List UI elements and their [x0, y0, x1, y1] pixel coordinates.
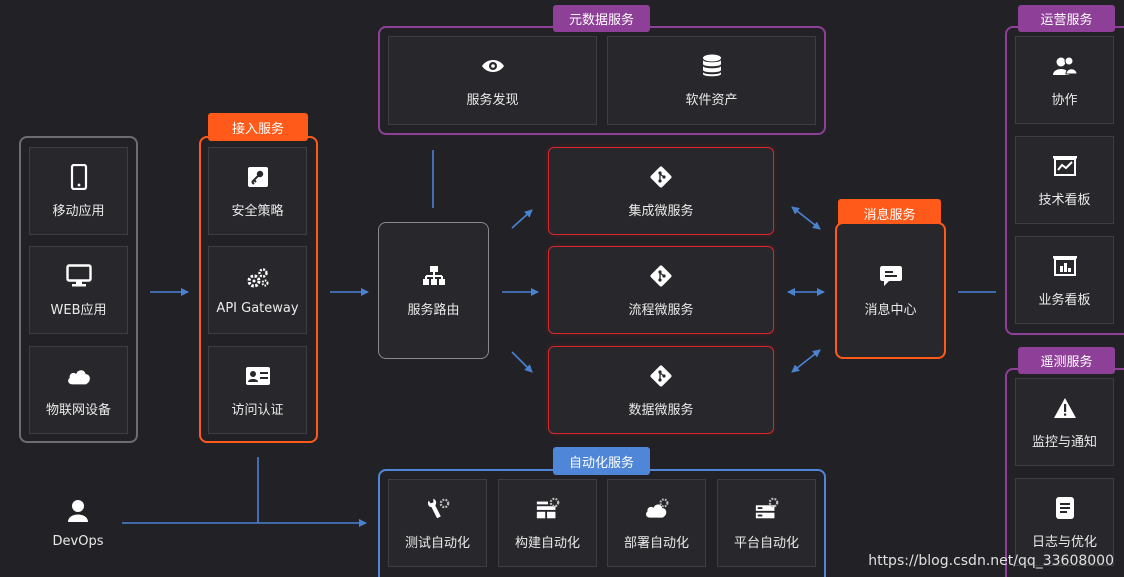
eye-icon: [480, 53, 506, 79]
microservice-label: 流程微服务: [628, 302, 694, 318]
telemetry-service-title: 遥测服务: [1018, 347, 1115, 374]
arrow-integration-message: [791, 206, 821, 230]
metadata-service-title: 元数据服务: [553, 5, 650, 32]
ops-item-collaboration[interactable]: 协作: [1015, 36, 1114, 124]
ops-item-label: 协作: [1051, 92, 1078, 108]
key-icon: [245, 164, 271, 190]
wrench-gear-icon: [425, 496, 451, 522]
client-item-web[interactable]: WEB应用: [29, 246, 128, 334]
microservice-process[interactable]: 流程微服务: [548, 246, 774, 334]
ops-item-tech-board[interactable]: 技术看板: [1015, 136, 1114, 224]
telemetry-item-logging[interactable]: 日志与优化: [1015, 478, 1114, 566]
gears-icon: [245, 265, 271, 291]
server-gear-icon: [754, 496, 780, 522]
devops-label: DevOps: [52, 534, 104, 549]
access-item-label: API Gateway: [216, 300, 299, 316]
client-group: [19, 136, 138, 443]
build-gear-icon: [535, 496, 561, 522]
arrow-data-message: [791, 349, 821, 373]
telemetry-item-label: 日志与优化: [1031, 534, 1097, 550]
automation-item-label: 构建自动化: [514, 535, 580, 551]
automation-item-label: 部署自动化: [623, 535, 689, 551]
ops-item-label: 业务看板: [1038, 292, 1091, 308]
ops-service-title: 运营服务: [1018, 5, 1115, 32]
automation-item-platform[interactable]: 平台自动化: [717, 479, 816, 567]
devops-node[interactable]: DevOps: [40, 498, 116, 558]
access-item-security[interactable]: 安全策略: [208, 147, 307, 235]
message-center[interactable]: 消息中心: [835, 222, 946, 359]
message-center-label: 消息中心: [864, 303, 917, 318]
metadata-item-label: 服务发现: [466, 93, 519, 108]
mobile-phone-icon: [66, 163, 92, 190]
metadata-item-label: 软件资产: [685, 93, 738, 108]
client-item-label: 物联网设备: [45, 402, 111, 418]
client-item-mobile[interactable]: 移动应用: [29, 147, 128, 235]
client-item-label: 移动应用: [52, 203, 105, 219]
automation-item-deploy[interactable]: 部署自动化: [607, 479, 706, 567]
microservice-integration[interactable]: 集成微服务: [548, 147, 774, 235]
warning-icon: [1052, 395, 1078, 421]
ops-item-business-board[interactable]: 业务看板: [1015, 236, 1114, 324]
metadata-item-discovery[interactable]: 服务发现: [388, 36, 597, 125]
microservice-data[interactable]: 数据微服务: [548, 346, 774, 434]
monitor-icon: [65, 263, 92, 289]
bar-board-icon: [1052, 253, 1078, 279]
metadata-item-assets[interactable]: 软件资产: [607, 36, 816, 125]
access-item-label: 访问认证: [231, 402, 284, 418]
database-icon: [699, 53, 725, 79]
access-item-auth[interactable]: 访问认证: [208, 346, 307, 434]
watermark-text: https://blog.csdn.net/qq_33608000: [868, 553, 1114, 569]
client-item-label: WEB应用: [50, 302, 107, 318]
automation-item-test[interactable]: 测试自动化: [388, 479, 487, 567]
automation-item-label: 平台自动化: [733, 535, 799, 551]
automation-item-build[interactable]: 构建自动化: [498, 479, 597, 567]
line-board-icon: [1052, 153, 1078, 179]
automation-item-label: 测试自动化: [404, 535, 470, 551]
git-diamond-icon: [648, 263, 674, 289]
telemetry-item-monitoring[interactable]: 监控与通知: [1015, 378, 1114, 466]
sitemap-icon: [421, 263, 447, 289]
access-item-label: 安全策略: [231, 203, 284, 219]
telemetry-item-label: 监控与通知: [1031, 434, 1097, 450]
cloud-icon: [66, 363, 92, 389]
id-card-icon: [245, 363, 271, 389]
access-service-title: 接入服务: [208, 113, 308, 141]
ops-item-label: 技术看板: [1038, 192, 1091, 208]
users-icon: [1052, 53, 1078, 79]
automation-service-title: 自动化服务: [553, 447, 650, 475]
microservice-label: 数据微服务: [628, 402, 694, 418]
git-diamond-icon: [648, 363, 674, 389]
chat-icon: [878, 263, 904, 289]
microservice-label: 集成微服务: [628, 203, 694, 219]
arrow-router-to-integration: [511, 209, 533, 229]
user-icon: [65, 498, 91, 524]
arrow-router-to-data: [511, 351, 533, 373]
client-item-iot[interactable]: 物联网设备: [29, 346, 128, 434]
document-icon: [1052, 495, 1078, 521]
service-router-label: 服务路由: [407, 303, 460, 318]
git-diamond-icon: [648, 164, 674, 190]
service-router[interactable]: 服务路由: [378, 222, 489, 359]
access-item-api-gateway[interactable]: API Gateway: [208, 246, 307, 334]
cloud-gear-icon: [644, 496, 670, 522]
